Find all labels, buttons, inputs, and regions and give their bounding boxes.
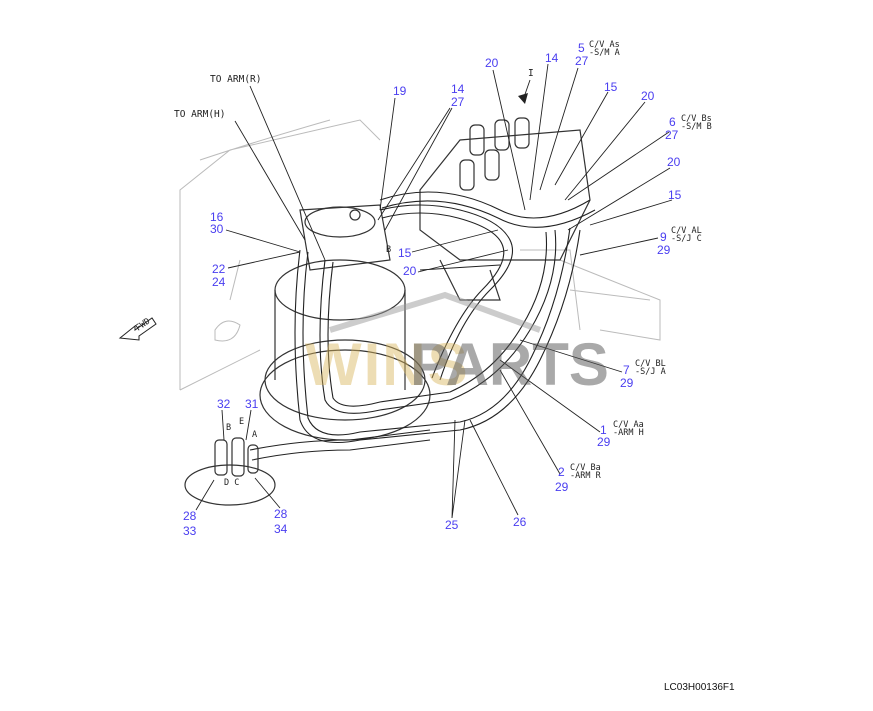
callout: 33 [183, 524, 197, 538]
svg-text:PARTS: PARTS [410, 331, 609, 398]
fwd-arrow-icon: FWD [118, 316, 157, 341]
svg-text:C/V As: C/V As [589, 40, 620, 50]
svg-text:E: E [239, 417, 244, 427]
callout: 20 [485, 56, 499, 70]
callout: 20 [667, 155, 681, 169]
svg-text:A: A [252, 430, 257, 440]
leader-lines [195, 63, 673, 519]
callout: 19 [393, 84, 407, 98]
callout: 28 [183, 509, 197, 523]
callout: 29 [657, 243, 671, 257]
frame-outline [179, 119, 661, 391]
svg-text:-ARM H: -ARM H [613, 428, 644, 438]
callout: 16 [210, 210, 224, 224]
callout: 31 [245, 397, 259, 411]
callout: 27 [575, 54, 589, 68]
port-letters: B E A D C B [224, 245, 391, 488]
callout: 29 [620, 376, 634, 390]
callout: 2 [558, 465, 565, 479]
callout: 22 [212, 262, 226, 276]
callout: 32 [217, 397, 231, 411]
drawing-code: LC03H00136F1 [664, 682, 735, 693]
hoses [249, 191, 596, 461]
svg-text:C/V Ba: C/V Ba [570, 463, 601, 473]
callout: 34 [274, 522, 288, 536]
callout: 30 [210, 222, 224, 236]
callout: 27 [665, 128, 679, 142]
callout-numbers: 19 14 27 20 14 5 27 15 20 6 27 20 15 9 2… [183, 41, 682, 538]
callout: 15 [398, 246, 412, 260]
callout: 1 [600, 423, 607, 437]
svg-text:D C: D C [224, 478, 239, 488]
control-valve [419, 117, 591, 301]
note-to-arm-h: TO ARM(H) [174, 109, 225, 120]
svg-text:-S/J A: -S/J A [635, 367, 666, 377]
svg-text:-ARM R: -ARM R [570, 471, 602, 481]
bottom-valve [184, 437, 276, 506]
callout: 28 [274, 507, 288, 521]
callout: 14 [545, 51, 559, 65]
view-marker: I [528, 68, 534, 79]
callout: 25 [445, 518, 459, 532]
callout: 5 [578, 41, 585, 55]
callout: 29 [555, 480, 569, 494]
svg-text:C/V AL: C/V AL [671, 226, 702, 236]
svg-text:-S/M B: -S/M B [681, 122, 712, 132]
callout: 7 [623, 363, 630, 377]
callout: 14 [451, 82, 465, 96]
callout: 20 [641, 89, 655, 103]
svg-text:C/V Aa: C/V Aa [613, 420, 644, 430]
svg-text:C/V Bs: C/V Bs [681, 114, 712, 124]
callout-descriptions: C/V As -S/M A C/V Bs -S/M B C/V AL -S/J … [570, 40, 712, 481]
svg-text:B: B [386, 245, 391, 255]
svg-text:-S/J C: -S/J C [671, 234, 702, 244]
callout: 29 [597, 435, 611, 449]
callout: 15 [668, 188, 682, 202]
watermark: WINS PARTS [305, 291, 609, 398]
callout: 15 [604, 80, 618, 94]
svg-text:B: B [226, 423, 231, 433]
callout: 6 [669, 115, 676, 129]
callout: 9 [660, 230, 667, 244]
callout: 24 [212, 275, 226, 289]
note-to-arm-r: TO ARM(R) [210, 74, 261, 85]
callout: 20 [403, 264, 417, 278]
svg-text:WINS: WINS [305, 331, 470, 398]
svg-text:-S/M A: -S/M A [589, 48, 620, 58]
callout: 26 [513, 515, 527, 529]
callout: 27 [451, 95, 465, 109]
svg-text:C/V BL: C/V BL [635, 359, 666, 369]
